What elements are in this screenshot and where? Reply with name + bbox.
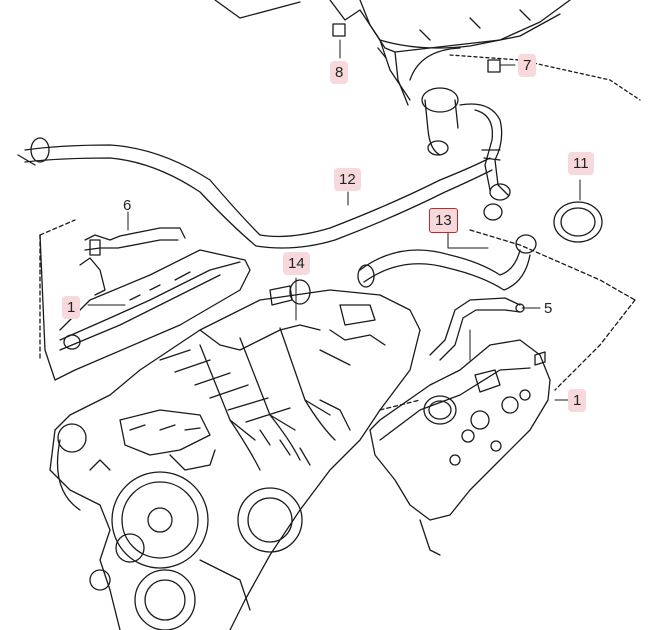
engine-block [49,279,421,630]
callout-11: 11 [568,152,594,175]
callout-5: 5 [544,300,553,317]
callout-6: 6 [123,197,132,214]
callout-13: 13 [429,208,458,233]
hose-13 [357,203,537,291]
breather-valve [421,87,511,201]
upper-engine-section [214,0,641,106]
callout-7: 7 [518,54,537,77]
bracket-5 [429,297,525,361]
bracket-6 [79,227,186,296]
callout-1-right: 1 [568,389,587,412]
long-hose-12 [17,137,493,249]
seal-ring-11 [553,201,603,243]
callout-12: 12 [334,168,361,191]
callout-14: 14 [283,252,310,275]
callout-1-left: 1 [62,296,81,319]
leader-lines [87,39,581,401]
callout-8: 8 [330,61,349,84]
pulley-assembly [56,423,303,630]
right-valve-cover [369,339,551,556]
dashed-guides [39,229,636,411]
left-valve-cover [39,219,251,381]
